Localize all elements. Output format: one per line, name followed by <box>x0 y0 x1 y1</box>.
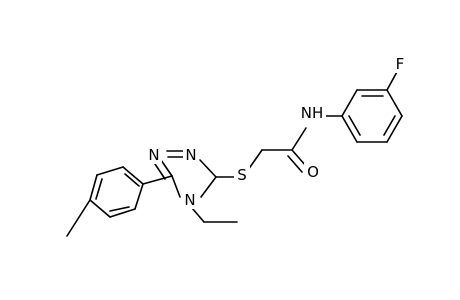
atom-n4: N <box>184 191 195 209</box>
atom-labels: N N N S O NH F <box>146 55 407 209</box>
bond-ta4 <box>89 174 98 201</box>
bond-fa3 <box>386 89 403 117</box>
atom-bg-n2 <box>183 146 199 164</box>
bond-c-n <box>291 127 307 151</box>
bond-ta2 <box>109 208 136 218</box>
bond-c5-n1-inner <box>154 163 166 180</box>
bond-n2-c3 <box>199 159 217 178</box>
atom-bg-nh <box>298 104 326 122</box>
bond-c5-tolyl <box>142 175 173 185</box>
bond-fa4 <box>386 115 403 143</box>
atom-bg-n4 <box>182 191 198 209</box>
atom-n2: N <box>185 146 196 164</box>
atom-nh: NH <box>301 104 324 122</box>
atom-s: S <box>237 166 247 184</box>
bond-c5-n1 <box>160 159 173 177</box>
atom-o: O <box>307 163 319 181</box>
atom-n1: N <box>148 146 159 164</box>
bond-fa1 <box>341 89 358 117</box>
bond-fa6 <box>341 115 358 143</box>
bond-ta5 <box>96 166 124 176</box>
bond-n4-ethyl <box>191 207 205 223</box>
bond-methyl <box>66 199 91 237</box>
bond-c-o-b <box>287 155 303 173</box>
bonds <box>66 69 403 237</box>
bond-c3-n4 <box>200 176 217 198</box>
atom-f: F <box>396 55 405 73</box>
bond-s-ch2 <box>247 149 263 171</box>
atom-bg-o <box>304 163 322 181</box>
bond-fa-d2 <box>383 115 396 136</box>
bond-fa-d3 <box>348 115 361 136</box>
atom-bg-f <box>393 55 407 73</box>
bond-ta6 <box>122 166 144 185</box>
atom-bg-n1 <box>146 146 162 164</box>
bond-c-f <box>386 69 399 91</box>
bond-ta-d3 <box>124 173 140 187</box>
bond-n4-c5 <box>171 175 181 198</box>
bond-ta-d1 <box>109 206 130 212</box>
bond-ta1 <box>134 183 144 210</box>
bond-ta-d2 <box>95 178 103 200</box>
atom-bg-s <box>234 166 250 184</box>
bond-ta3 <box>89 199 111 218</box>
bond-c-o-a <box>291 149 307 167</box>
